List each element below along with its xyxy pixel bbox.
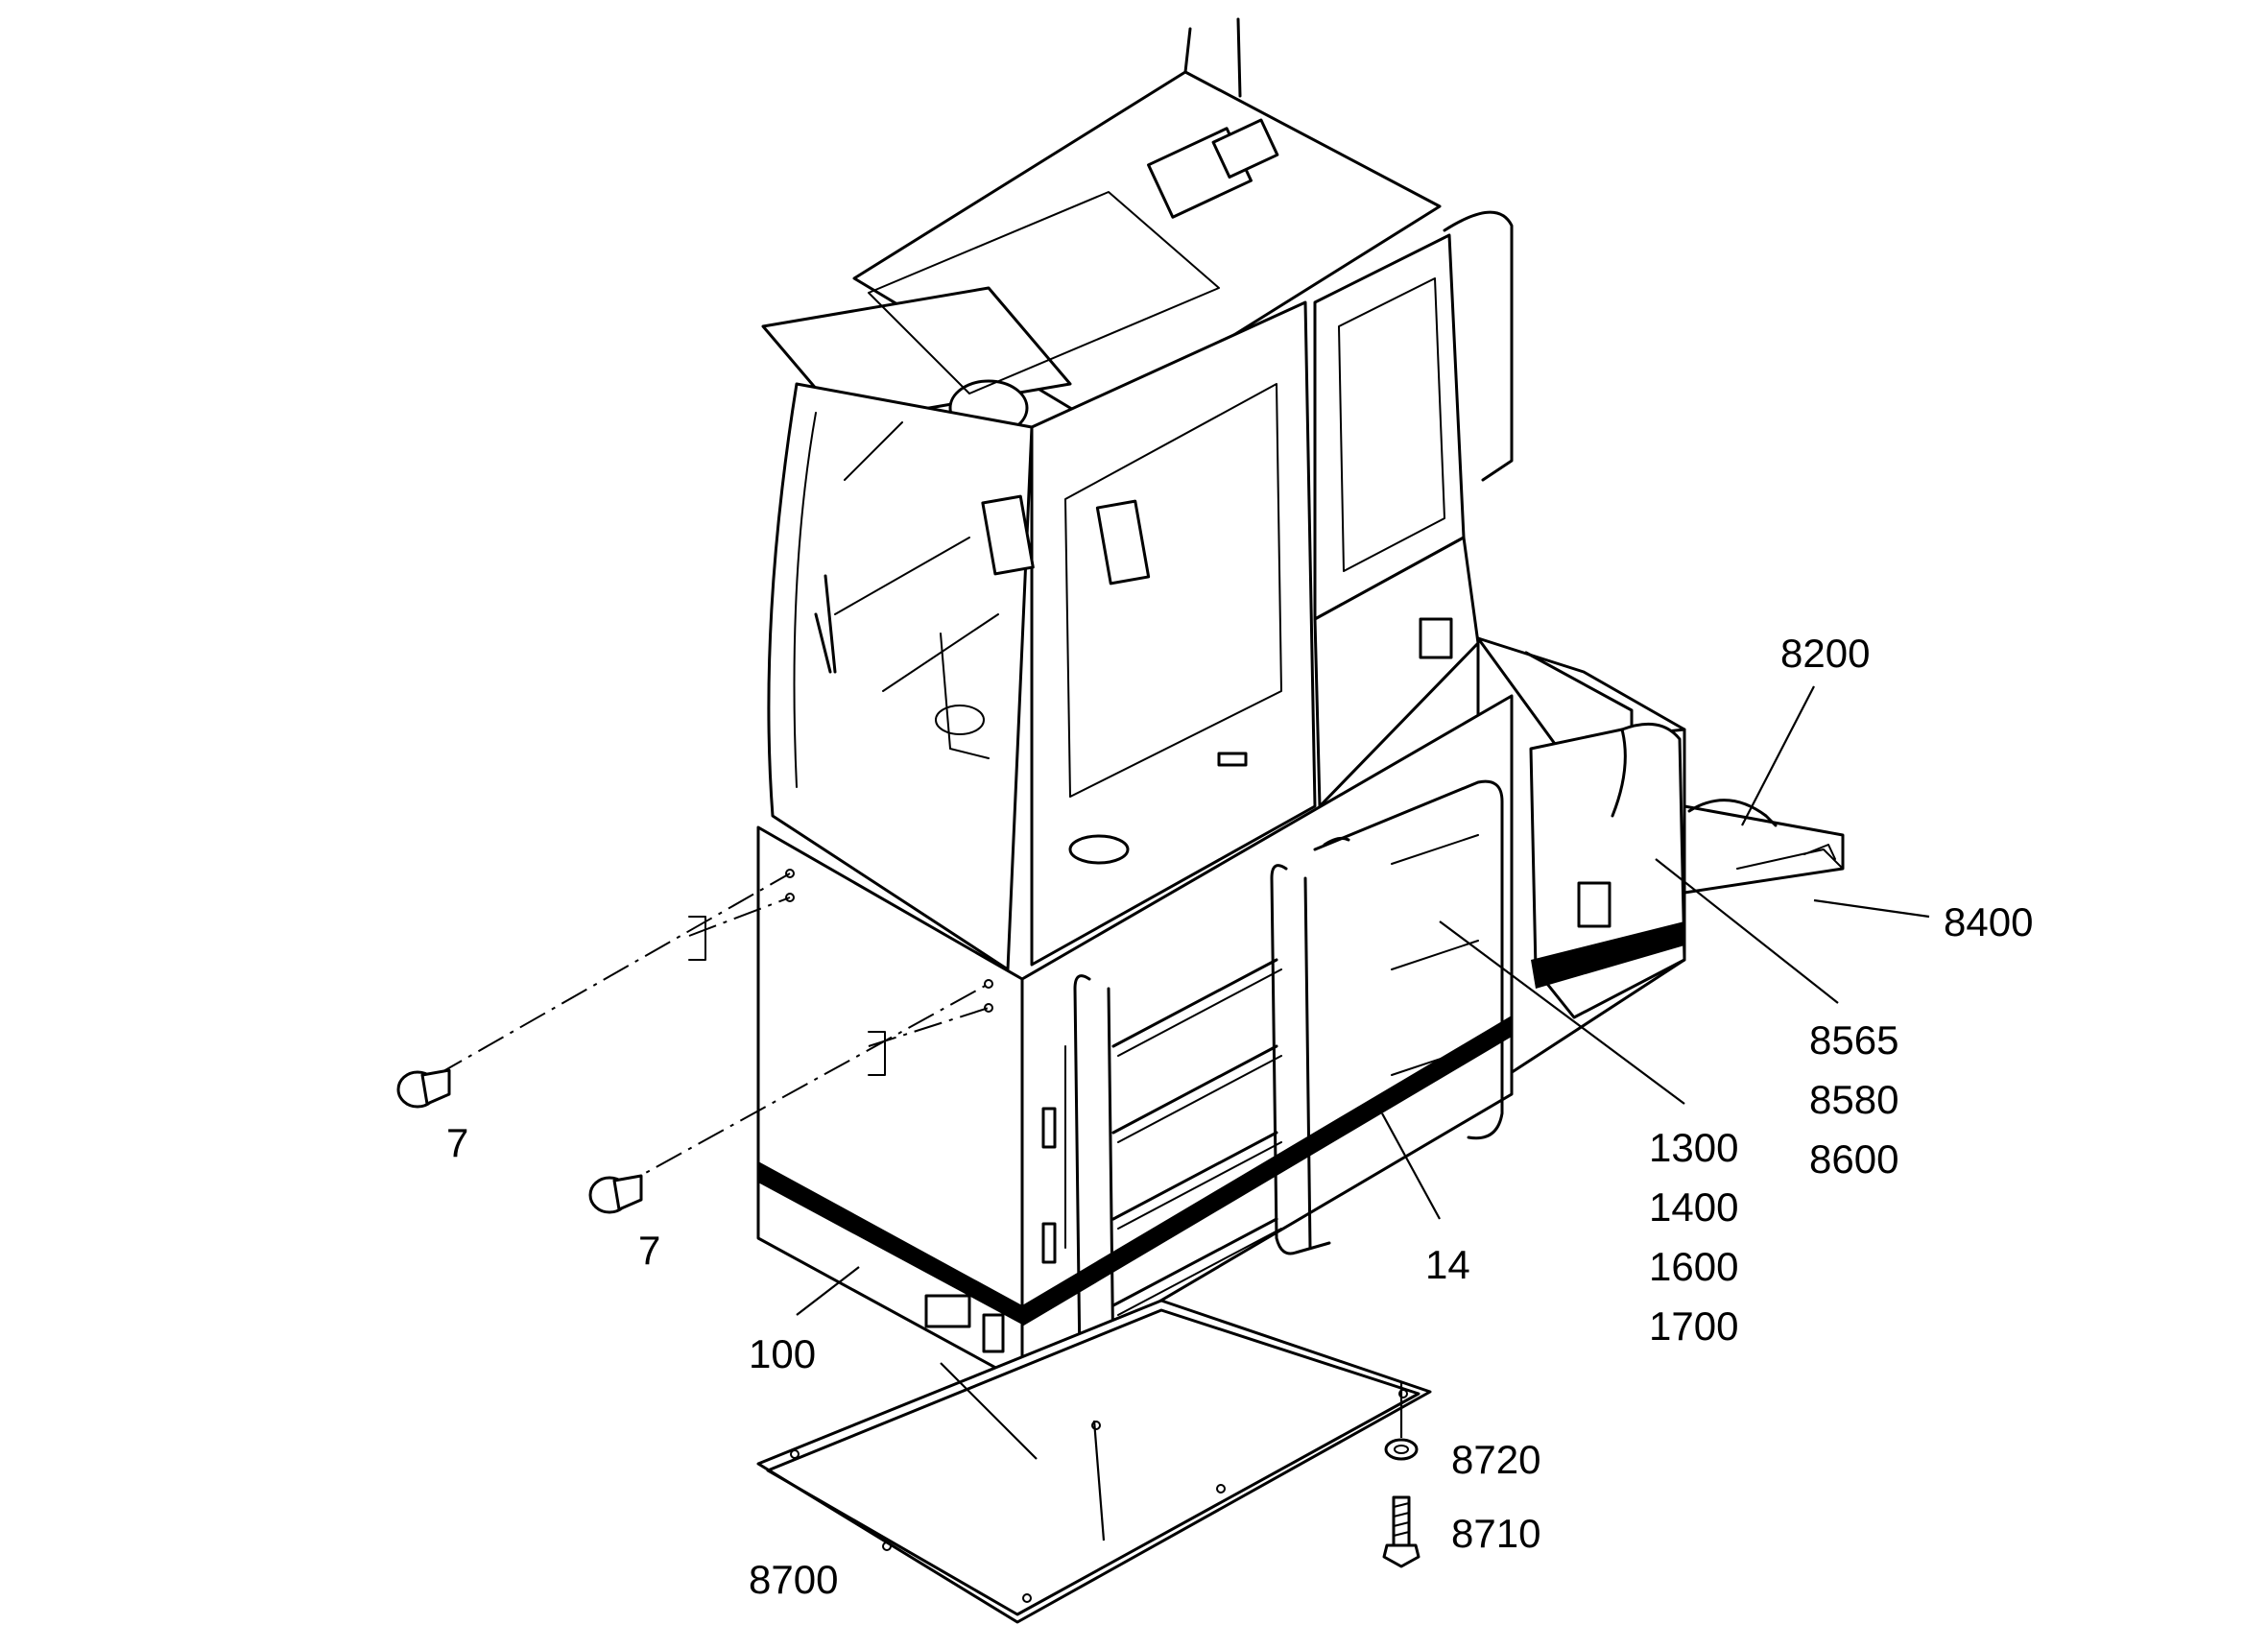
plug-upper-icon (396, 1068, 451, 1109)
rear-cover (1529, 722, 1686, 1019)
lower-body (756, 694, 1514, 1384)
callout-labels: 8200 8400 8565 8580 8600 1300 1400 1600 … (446, 631, 2033, 1602)
callout-8580: 8580 (1809, 1077, 1898, 1122)
antenna (1236, 17, 1242, 98)
fasteners (1382, 1382, 1420, 1568)
operator-cab (761, 17, 1514, 971)
callout-8565: 8565 (1809, 1017, 1898, 1063)
plugs (396, 872, 990, 1214)
callout-8720: 8720 (1451, 1437, 1540, 1482)
leader-lines (796, 685, 1930, 1541)
mirror-left-icon (981, 494, 1035, 576)
callout-1600: 1600 (1649, 1244, 1738, 1289)
callout-8710: 8710 (1451, 1511, 1540, 1556)
callout-14: 14 (1425, 1242, 1470, 1287)
callout-8200: 8200 (1780, 631, 1870, 676)
body-panel-icon (924, 1294, 971, 1328)
callout-8600: 8600 (1809, 1136, 1898, 1182)
side-rail (1683, 799, 1845, 895)
callout-1300: 1300 (1649, 1125, 1738, 1170)
rear-door-lock-icon (1419, 617, 1453, 659)
rear-cover-latch-icon (1577, 881, 1611, 928)
mirror-right-icon (1095, 499, 1151, 586)
body-handrail (1313, 779, 1504, 1140)
bottom-plate (756, 1299, 1432, 1624)
callout-1400: 1400 (1649, 1184, 1738, 1230)
callout-7-upper: 7 (446, 1120, 468, 1165)
callout-100: 100 (749, 1331, 816, 1376)
door-handle-icon (1217, 752, 1248, 767)
callout-7-lower: 7 (638, 1228, 660, 1273)
callout-8400: 8400 (1944, 899, 2033, 944)
washer-icon (1384, 1438, 1419, 1461)
callout-1700: 1700 (1649, 1303, 1738, 1349)
plug-lower-icon (588, 1174, 643, 1214)
callout-8700: 8700 (749, 1557, 838, 1602)
